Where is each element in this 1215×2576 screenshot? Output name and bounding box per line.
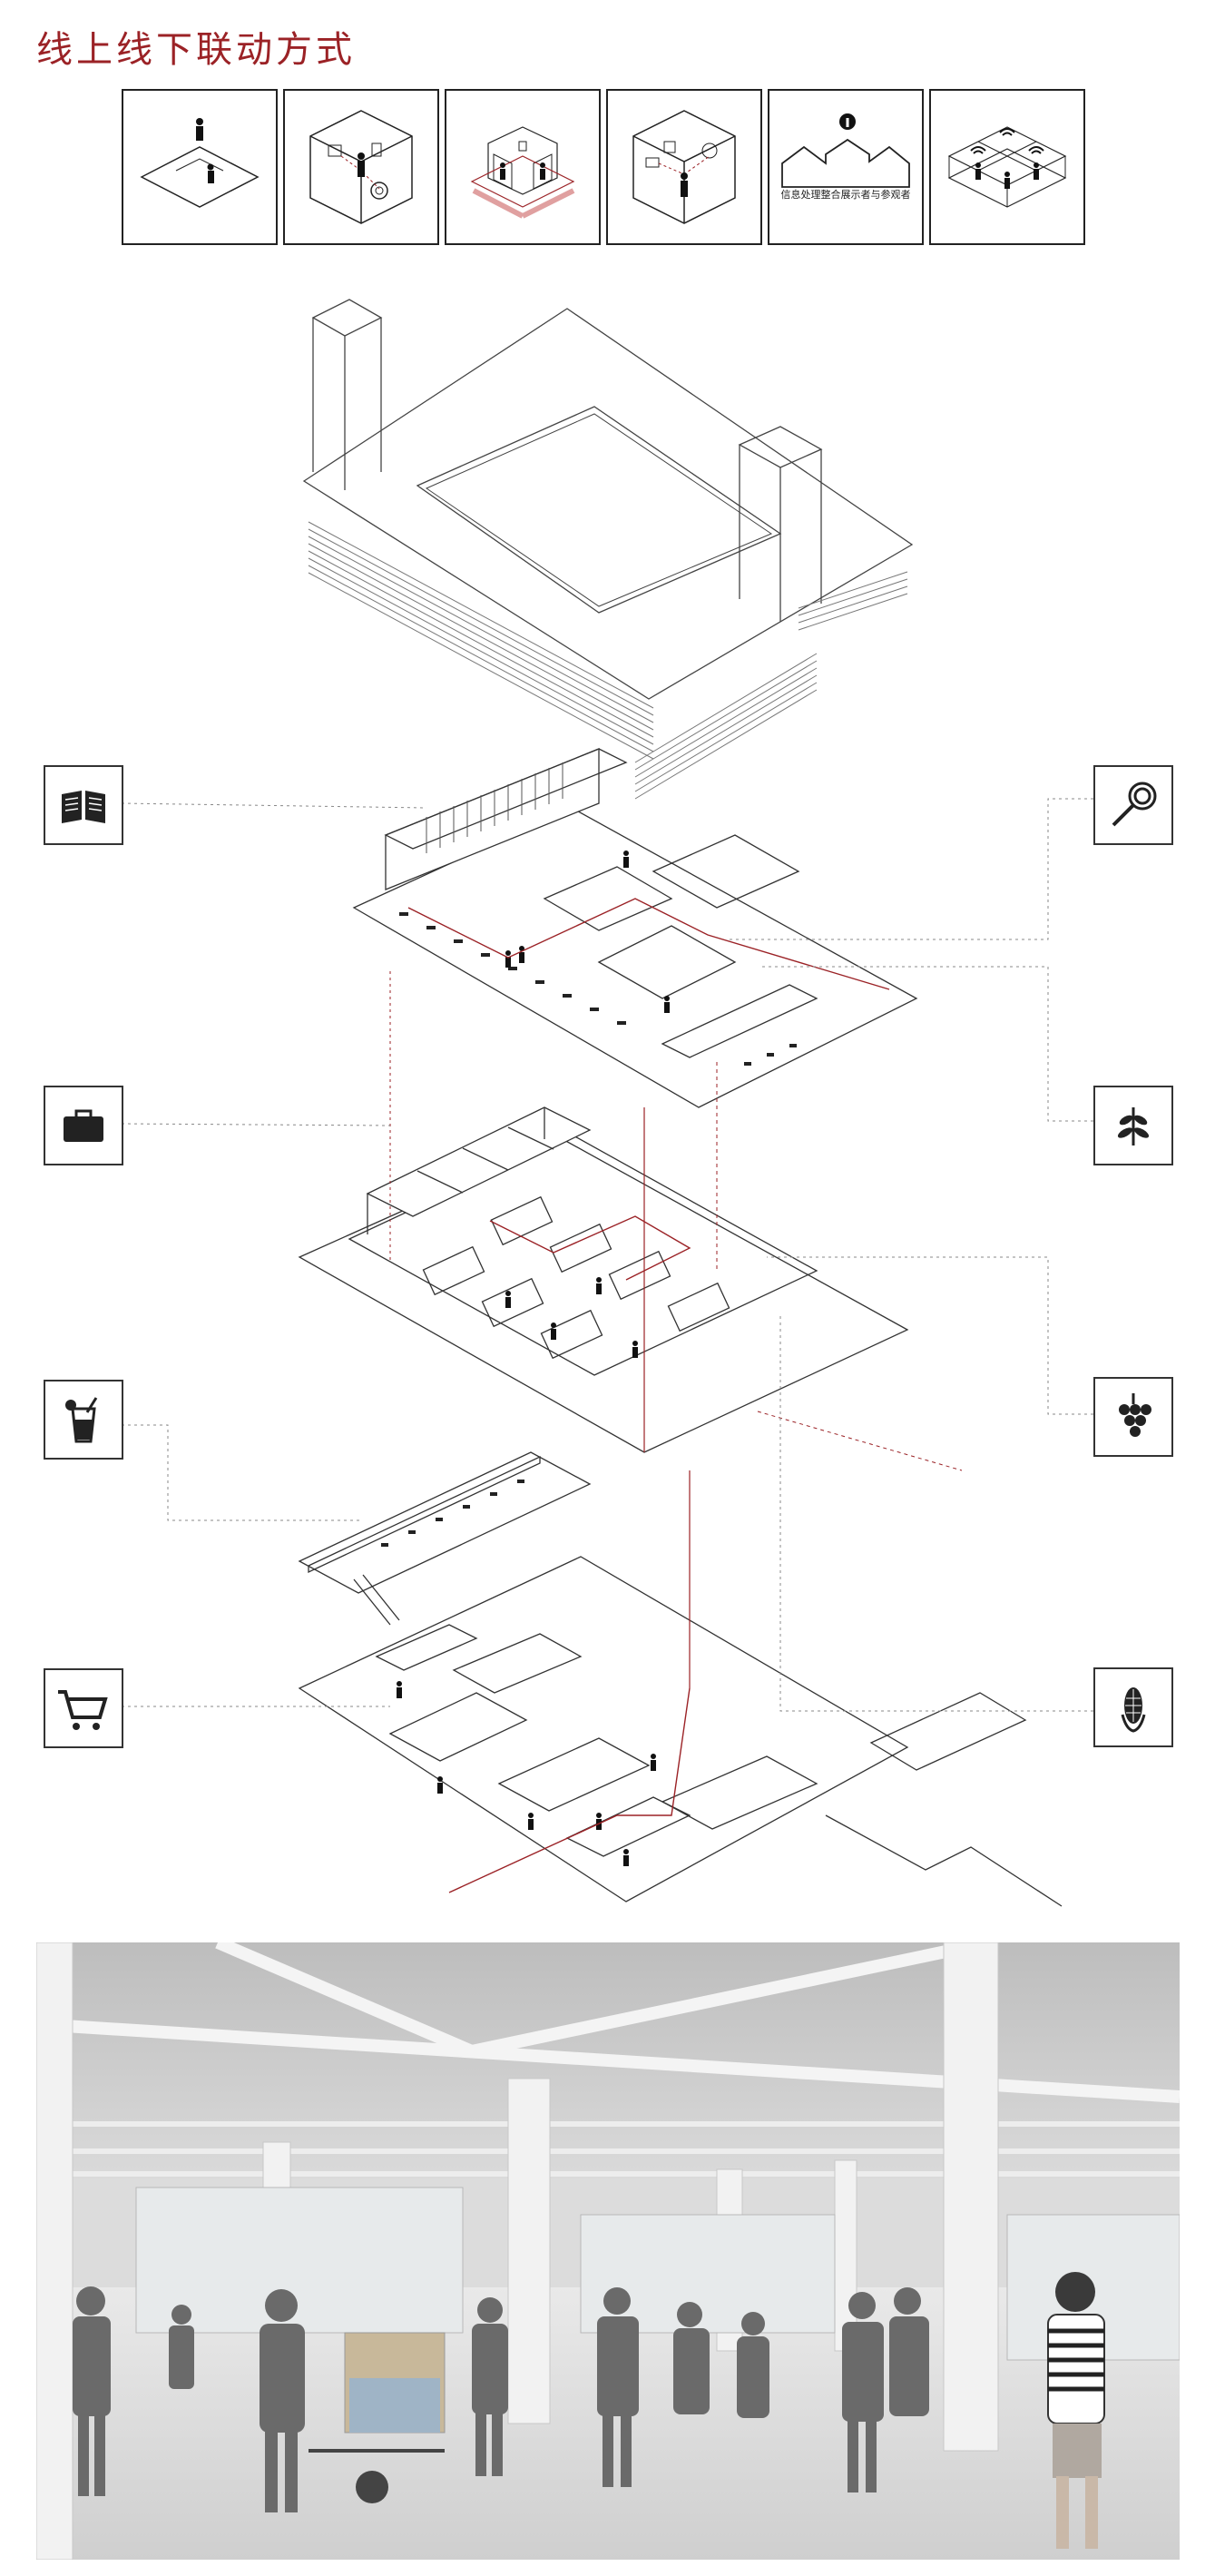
leader-lines [121,798,1093,1712]
concept-panel-1 [122,89,278,245]
person-silhouette [597,2287,639,2487]
briefcase-icon [44,1086,123,1165]
person-silhouette [889,2287,929,2416]
ground-floor-people [397,1681,656,1866]
concept-panel-2 [283,89,439,245]
concept-panel-5: 信息处理整合展示者与参观者 [768,89,924,245]
terrace-level [298,1451,592,1626]
ground-circulation-path [448,1687,691,1893]
person-icon [207,163,214,183]
panel-caption: 信息处理整合展示者与参观者 [780,189,911,201]
plant-icon [1093,1086,1173,1165]
market-interior-rendering [36,1942,1180,2560]
lollipop-icon [1093,765,1173,845]
foreground-woman [1047,2272,1105,2549]
middle-circulation-path [489,1215,691,1281]
upper-circulation-path [407,898,890,990]
grapes-icon [1093,1377,1173,1457]
drink-icon [44,1380,123,1460]
person-silhouette [673,2302,710,2414]
middle-floor [298,1106,909,1453]
exploded-axonometric-diagram [121,299,1093,1907]
corn-icon [1093,1667,1173,1747]
concept-panel-4 [606,89,762,245]
middle-floor-people [505,1277,638,1358]
terrace-tables [381,1480,524,1547]
shopping-cart-icon [44,1668,123,1748]
upper-floor-people [505,850,670,1013]
wifi-icon [970,128,1044,154]
person-silhouette [472,2297,508,2476]
page-title: 线上线下联动方式 [36,29,356,71]
person-silhouette [842,2292,884,2492]
person-silhouette [169,2305,194,2389]
upper-floor [352,748,918,1108]
concept-panel-6 [929,89,1085,245]
person-silhouette [260,2289,305,2512]
person-silhouette [737,2312,769,2418]
roof-louvers [308,521,908,800]
roof-level [302,299,914,700]
concept-panel-3 [445,89,601,245]
person-silhouette [73,2286,111,2496]
book-icon [44,765,123,845]
person-icon [196,118,203,141]
upper-floor-tables [399,912,797,1066]
ground-floor [298,1556,1063,1907]
cart-with-boxes [309,2332,446,2503]
